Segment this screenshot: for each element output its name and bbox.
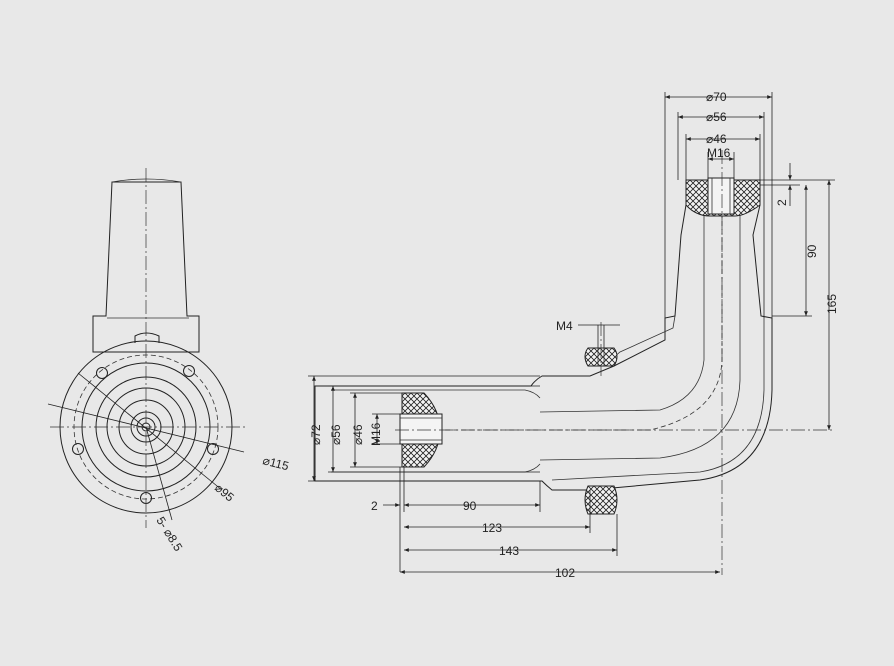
- dim-two-top: 2: [775, 199, 789, 206]
- dim-d46-top: ⌀46: [706, 132, 727, 146]
- dim-m4: M4: [556, 319, 573, 333]
- dim-d56-top: ⌀56: [706, 110, 727, 124]
- dim-d72: ⌀72: [309, 424, 323, 445]
- dim-165: 165: [825, 294, 839, 314]
- dim-two-left: 2: [371, 499, 378, 513]
- front-view: ⌀115 ⌀95 5- ⌀8.5: [47, 168, 291, 554]
- dim-holes: 5- ⌀8.5: [153, 514, 185, 554]
- dim-m16-left: M16: [369, 422, 383, 446]
- dim-d46-left: ⌀46: [351, 424, 365, 445]
- dim-123: 123: [482, 521, 502, 535]
- dim-d70: ⌀70: [706, 90, 727, 104]
- left-thread-m16: [399, 413, 443, 445]
- dim-ninety-horiz: 90: [463, 499, 477, 513]
- dim-outer-diameter: ⌀115: [261, 453, 290, 473]
- side-view: ⌀70 ⌀56 ⌀46 M16 2 90 165 M4 ⌀72: [308, 90, 839, 580]
- dim-bolt-circle: ⌀95: [212, 481, 237, 505]
- dim-143: 143: [499, 544, 519, 558]
- front-view-neck: [92, 181, 200, 353]
- bottom-insert: [584, 485, 618, 515]
- dim-ninety-vert: 90: [805, 244, 819, 258]
- dim-d56-left: ⌀56: [329, 424, 343, 445]
- side-view-body-outer: [314, 179, 773, 491]
- dim-102: 102: [555, 566, 575, 580]
- dim-m16-top: M16: [707, 146, 731, 160]
